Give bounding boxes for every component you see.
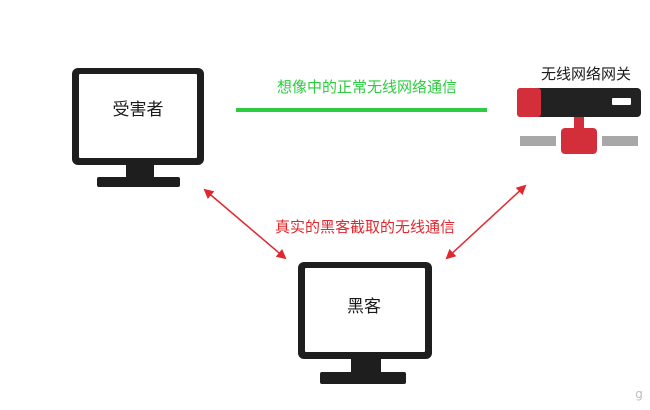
actual-link-label: 真实的黑客截取的无线通信 <box>275 218 455 236</box>
hacker-label: 黑客 <box>347 297 381 317</box>
gateway-label: 无线网络网关 <box>541 65 631 83</box>
victim-label: 受害者 <box>113 100 164 120</box>
victim-monitor-icon <box>72 68 204 187</box>
imagined-link-label: 想像中的正常无线网络通信 <box>277 78 457 96</box>
watermark-glyph: g <box>635 387 643 401</box>
gateway-router-icon <box>517 88 641 154</box>
hacker-monitor-icon <box>298 262 432 384</box>
actual-link-arrow-left <box>203 188 287 260</box>
actual-link-arrow-right <box>445 184 527 260</box>
